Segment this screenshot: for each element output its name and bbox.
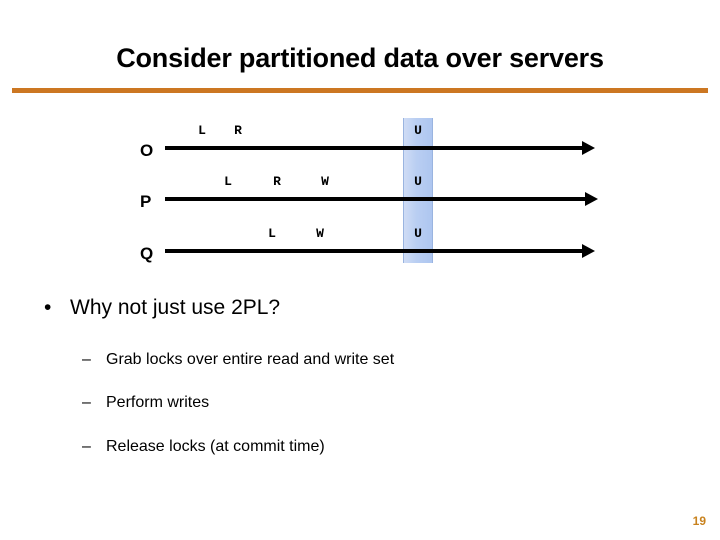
- page-number: 19: [692, 514, 706, 528]
- timeline-mark-o-unlock-overlay: U: [414, 123, 422, 138]
- page-title: Consider partitioned data over servers: [116, 43, 604, 73]
- bullet-sub-1: –Grab locks over entire read and write s…: [82, 351, 394, 369]
- title-divider: [12, 88, 708, 93]
- timeline-arrowhead-q: [582, 244, 595, 258]
- bullet-dash-icon: –: [82, 351, 91, 368]
- timeline-axis-p: [165, 197, 585, 201]
- timeline-axis-q: [165, 249, 582, 253]
- timeline-label-p: P: [140, 192, 152, 211]
- timeline-mark-o-lock: L: [198, 123, 206, 138]
- timeline-arrowhead-p: [585, 192, 598, 206]
- timeline-mark-p-write: W: [321, 174, 329, 189]
- commit-window-highlight: [403, 118, 433, 263]
- timeline-axis-o: [165, 146, 582, 150]
- timeline-mark-p-read: R: [273, 174, 281, 189]
- bullet-dot-icon: •: [44, 296, 52, 319]
- bullet-dash-icon: –: [82, 438, 91, 455]
- bullet-sub-2: –Perform writes: [82, 394, 209, 412]
- timeline-arrowhead-o: [582, 141, 595, 155]
- timeline-row-p: P L R W U: [0, 161, 720, 211]
- timeline-axis-o-over-band: [403, 146, 433, 150]
- timeline-mark-q-lock: L: [268, 226, 276, 241]
- bullet-primary-text: Why not just use 2PL?: [70, 296, 281, 319]
- timeline-mark-p-unlock-overlay: U: [414, 174, 422, 189]
- timeline-row-q: Q L W U: [0, 213, 720, 263]
- bullet-sub-3: –Release locks (at commit time): [82, 438, 325, 456]
- bullet-sub-3-text: Release locks (at commit time): [106, 438, 325, 455]
- partition-timeline-diagram: O L R U P L R W U Q L W U U U U: [0, 110, 720, 275]
- bullet-dash-icon: –: [82, 394, 91, 411]
- timeline-row-o: O L R U: [0, 110, 720, 160]
- timeline-axis-p-over-band: [403, 197, 433, 201]
- bullet-sub-2-text: Perform writes: [106, 394, 210, 411]
- timeline-label-q: Q: [140, 244, 154, 263]
- bullet-sub-1-text: Grab locks over entire read and write se…: [106, 351, 395, 368]
- timeline-mark-o-read: R: [234, 123, 242, 138]
- timeline-label-o: O: [140, 141, 154, 160]
- timeline-mark-q-unlock-overlay: U: [414, 226, 422, 241]
- bullet-primary: • Why not just use 2PL?: [44, 296, 280, 320]
- timeline-axis-q-over-band: [403, 249, 433, 253]
- timeline-mark-q-write: W: [316, 226, 324, 241]
- timeline-mark-p-lock: L: [224, 174, 232, 189]
